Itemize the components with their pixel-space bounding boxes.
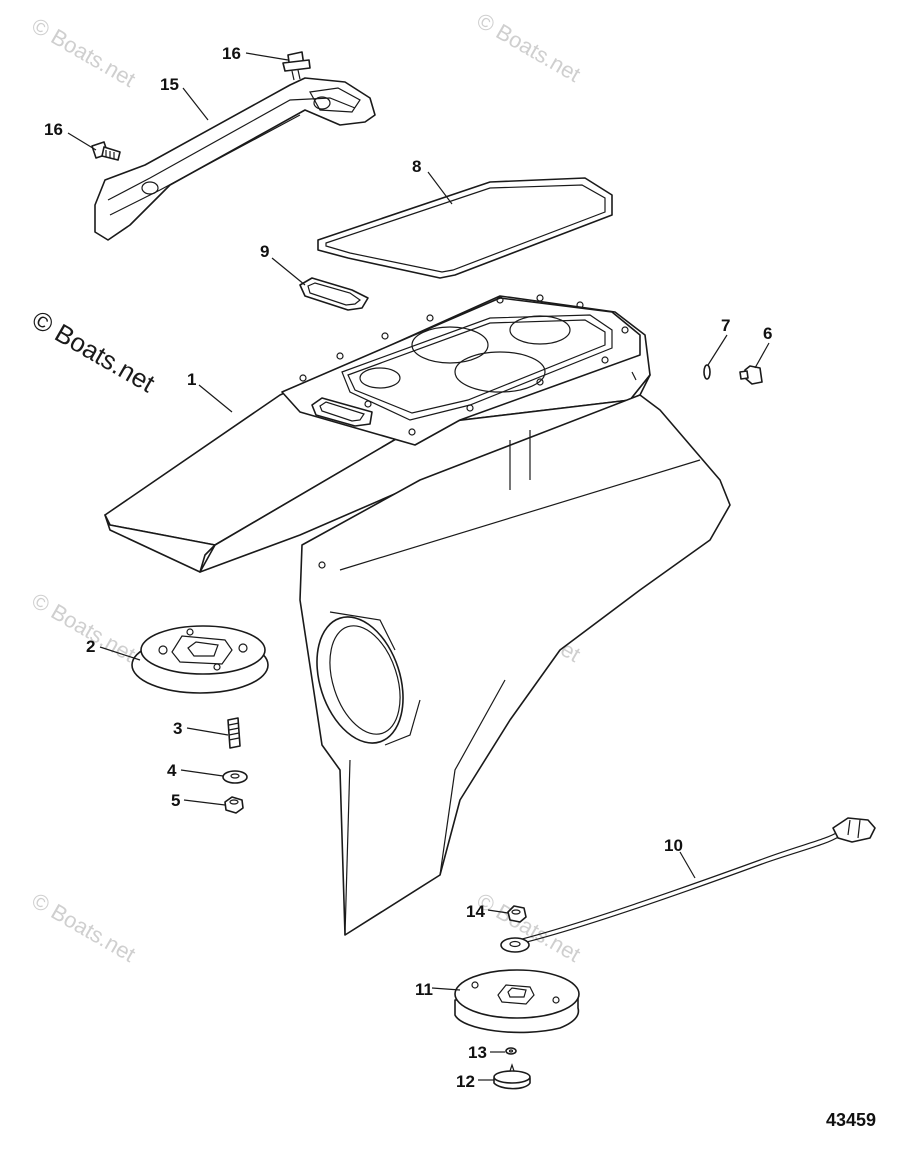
part-14-nut — [507, 905, 527, 923]
part-8-gasket — [317, 177, 613, 279]
callout-4: 4 — [167, 761, 177, 780]
watermark: © Boats.net — [473, 8, 585, 87]
diagram-reference-number: 43459 — [826, 1110, 876, 1130]
callout-5: 5 — [171, 791, 180, 810]
leader-lines — [67, 52, 770, 1081]
part-4-washer — [222, 770, 248, 784]
part-11-anode-plate — [454, 969, 580, 1034]
part-7-o-ring — [703, 364, 711, 380]
callout-13: 13 — [468, 1043, 487, 1062]
callout-15: 15 — [160, 75, 179, 94]
watermark: © Boats.net — [28, 888, 140, 967]
part-13-washer — [505, 1047, 517, 1055]
callout-7: 7 — [721, 316, 730, 335]
callout-12: 12 — [456, 1072, 475, 1091]
watermark-prominent: © Boats.net — [27, 304, 161, 398]
callout-11: 11 — [415, 980, 433, 999]
callout-8: 8 — [412, 157, 421, 176]
callout-10: 10 — [664, 836, 683, 855]
part-5-nut — [224, 796, 244, 814]
part-16-screw-left — [91, 141, 121, 161]
part-12-plug — [493, 1063, 531, 1090]
part-6-fitting — [739, 365, 763, 385]
callout-16-left: 16 — [44, 120, 63, 139]
part-15-plate-bracket — [94, 77, 376, 241]
callout-2: 2 — [86, 637, 95, 656]
callout-9: 9 — [260, 242, 269, 261]
callout-6: 6 — [763, 324, 772, 343]
part-3-stud — [227, 717, 241, 749]
part-9-seal — [299, 277, 369, 311]
callout-1: 1 — [187, 370, 196, 389]
part-16-screw-top — [282, 51, 311, 81]
callouts: 16 15 16 8 9 1 7 6 2 3 4 5 10 14 11 13 1… — [44, 44, 772, 1091]
callout-16-top: 16 — [222, 44, 241, 63]
callout-3: 3 — [173, 719, 182, 738]
part-10-lead-wire — [500, 817, 876, 953]
part-1-gear-housing — [104, 294, 731, 936]
part-2-cover-plate — [131, 625, 269, 694]
callout-14: 14 — [466, 902, 485, 921]
watermark: © Boats.net — [473, 888, 585, 967]
watermark: © Boats.net — [28, 13, 140, 92]
